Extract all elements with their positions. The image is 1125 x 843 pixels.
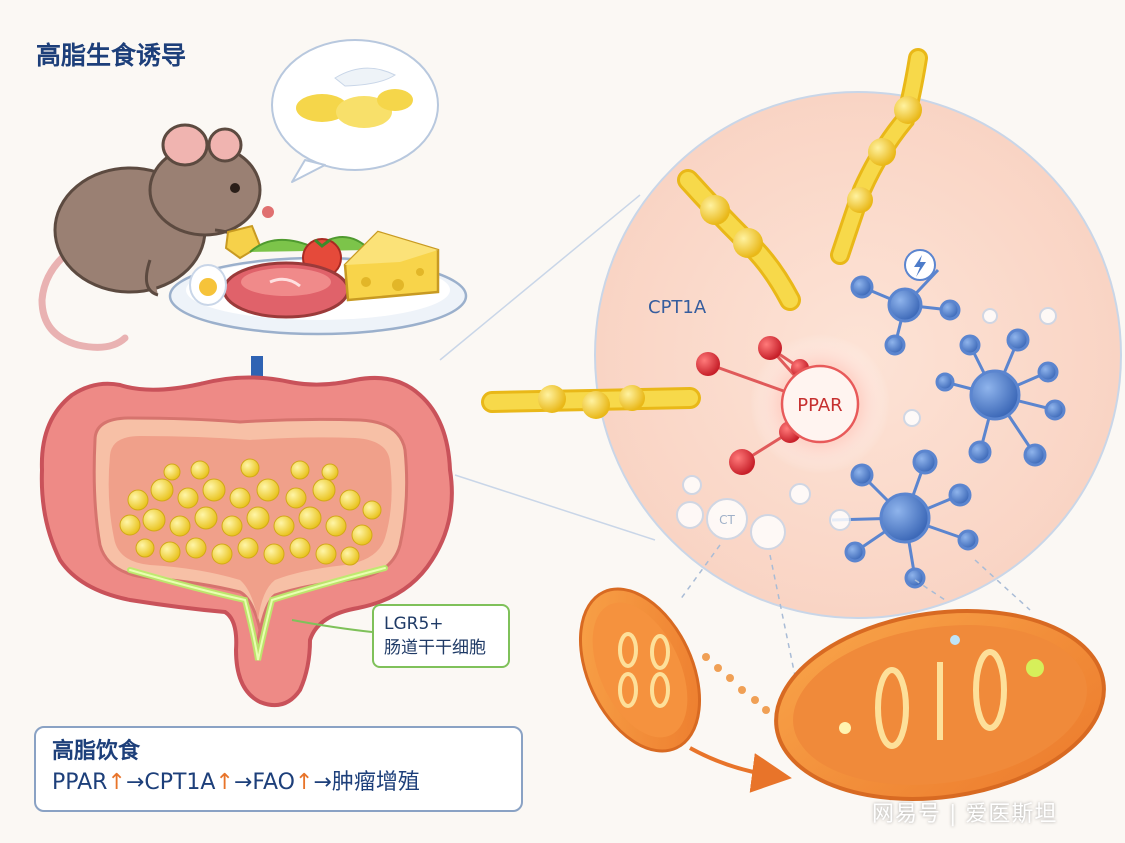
fatty-acid-chain (481, 385, 701, 419)
ppar-label: PPAR (797, 395, 842, 416)
orange-arrow (689, 746, 792, 793)
up-arrow-icon: ↑ (294, 770, 314, 795)
blue-molecule (850, 268, 961, 356)
mito-dots (702, 653, 770, 714)
chain-item-ppar: PPAR (52, 770, 108, 795)
mouse-icon (38, 123, 274, 351)
blue-molecule (935, 328, 1066, 467)
thought-bubble (271, 39, 439, 183)
summary-box: 高脂饮食 PPAR↑→CPT1A↑→FAO↑→肿瘤增殖 (34, 726, 523, 812)
up-arrow-icon: ↑ (215, 770, 234, 795)
lgr5-label-line1: LGR5+ (384, 614, 444, 634)
blue-molecule (831, 449, 979, 589)
watermark: 网易号 | 爱医斯坦 (872, 802, 1058, 827)
chain-separator: → (233, 770, 253, 795)
mitochondrion-icon (578, 587, 702, 753)
steak-icon (222, 261, 350, 319)
lgr5-label-line2: 肠道干干细胞 (384, 638, 486, 658)
chain-item-fao: FAO (252, 770, 295, 795)
butter-icon (296, 67, 413, 128)
mitochondrion-icon (774, 609, 1106, 801)
lgr5-pointer (291, 619, 373, 633)
summary-title: 高脂饮食 (52, 739, 141, 764)
lgr5-label-box: LGR5+ 肠道干干细胞 (372, 604, 510, 668)
ppar-hub (696, 334, 890, 475)
chain-separator: → (313, 770, 332, 795)
summary-chain: PPAR↑→CPT1A↑→FAO↑→肿瘤增殖 (52, 766, 505, 800)
faded-ct-label: CT (719, 513, 735, 527)
chain-item-cpt1a: CPT1A (144, 770, 216, 795)
page-title: 高脂生食诱导 (36, 41, 187, 70)
food-plate (168, 230, 468, 336)
up-arrow-icon: ↑ (107, 770, 126, 795)
lightning-icon (904, 249, 936, 281)
chain-item-tumor: 肿瘤增殖 (331, 770, 420, 795)
fat-droplets (119, 458, 382, 566)
cheese-crumb-icon (224, 224, 262, 260)
fatty-acid-chain (677, 169, 801, 311)
fatty-acid-chain (830, 48, 928, 265)
chain-separator: → (125, 770, 145, 795)
cheese-icon (343, 230, 440, 302)
faded-bubbles (676, 307, 1057, 550)
cpt1a-label: CPT1A (648, 297, 707, 318)
